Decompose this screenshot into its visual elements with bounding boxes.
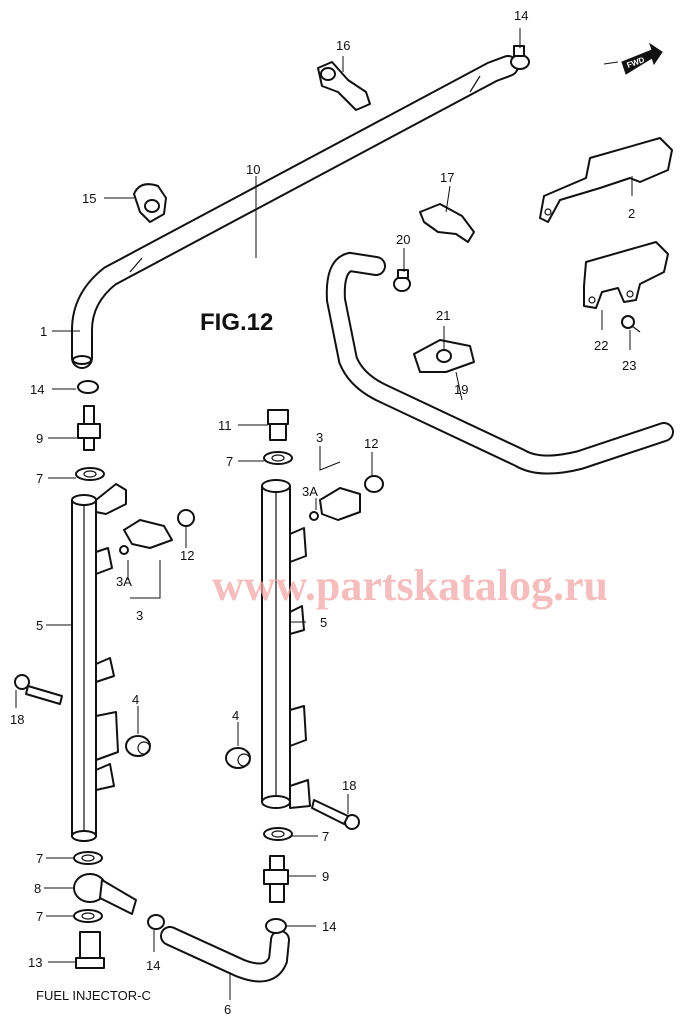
part-5-fuel-rail-left bbox=[71, 483, 127, 842]
callout-5: 5 bbox=[320, 615, 327, 630]
callout-3: 3 bbox=[316, 430, 323, 445]
callout-23: 23 bbox=[622, 358, 636, 373]
part-22-bracket bbox=[583, 241, 669, 309]
callout-16: 16 bbox=[336, 38, 350, 53]
callout-1: 1 bbox=[40, 324, 47, 339]
part-4-spacer-left bbox=[125, 735, 151, 757]
callout-12: 12 bbox=[364, 436, 378, 451]
callout-7: 7 bbox=[322, 829, 329, 844]
part-16-clamp bbox=[317, 61, 371, 111]
part-15-clamp bbox=[133, 183, 167, 223]
part-7-washer-left-bottom bbox=[73, 909, 103, 923]
part-5-fuel-rail-right bbox=[261, 479, 311, 809]
part-3-injector-right bbox=[309, 487, 361, 521]
callout-7: 7 bbox=[36, 851, 43, 866]
part-19-hose bbox=[325, 251, 674, 475]
callout-7: 7 bbox=[36, 909, 43, 924]
part-20-clamp bbox=[393, 269, 411, 292]
callout-3: 3 bbox=[136, 608, 143, 623]
part-6-hose bbox=[160, 926, 290, 983]
callout-4: 4 bbox=[132, 692, 139, 707]
callout-labels: 14 16 10 15 17 2 20 1 21 22 23 14 19 11 … bbox=[10, 8, 636, 1017]
figure-caption: FUEL INJECTOR-C bbox=[36, 988, 151, 1003]
part-18-bolt-right bbox=[311, 799, 360, 830]
callout-13: 13 bbox=[28, 955, 42, 970]
callout-15: 15 bbox=[82, 191, 96, 206]
part-18-bolt-left bbox=[14, 674, 63, 705]
callout-4: 4 bbox=[232, 708, 239, 723]
part-7-washer-left-mid bbox=[73, 851, 103, 865]
callout-8: 8 bbox=[34, 881, 41, 896]
callout-2: 2 bbox=[628, 206, 635, 221]
part-3-injector-left bbox=[119, 519, 173, 555]
part-8-banjo-fitting bbox=[73, 873, 137, 915]
callout-3a: 3A bbox=[116, 574, 132, 589]
part-13-bolt bbox=[75, 931, 105, 969]
callout-14: 14 bbox=[322, 919, 336, 934]
part-23-bolt bbox=[621, 315, 641, 333]
part-17-clip bbox=[419, 203, 475, 243]
callout-10: 10 bbox=[246, 162, 260, 177]
callout-14: 14 bbox=[146, 958, 160, 973]
part-9-union-left bbox=[77, 405, 101, 451]
watermark: www.partskatalog.ru bbox=[212, 561, 608, 610]
callout-17: 17 bbox=[440, 170, 454, 185]
part-12-cap-left bbox=[177, 509, 195, 527]
callout-6: 6 bbox=[224, 1002, 231, 1017]
callout-18: 18 bbox=[10, 712, 24, 727]
part-9-union-right bbox=[263, 855, 289, 903]
forward-direction-badge: FWD bbox=[621, 42, 663, 75]
callout-21: 21 bbox=[436, 308, 450, 323]
callout-5: 5 bbox=[36, 618, 43, 633]
figure-title: FIG.12 bbox=[200, 309, 273, 336]
callout-9: 9 bbox=[322, 869, 329, 884]
part-14-clamp-bottom-left bbox=[147, 914, 165, 930]
callout-7: 7 bbox=[226, 454, 233, 469]
callout-18: 18 bbox=[342, 778, 356, 793]
part-2-bracket bbox=[539, 137, 673, 223]
callout-7: 7 bbox=[36, 471, 43, 486]
part-10-fuel-hose bbox=[71, 55, 519, 369]
callout-14: 14 bbox=[30, 382, 44, 397]
leader-lines bbox=[15, 28, 633, 1000]
callout-22: 22 bbox=[594, 338, 608, 353]
part-7-washer-right-bottom bbox=[263, 827, 293, 841]
callout-19: 19 bbox=[454, 382, 468, 397]
callout-9: 9 bbox=[36, 431, 43, 446]
part-11-plug bbox=[267, 409, 289, 441]
part-14-clamp-left bbox=[77, 380, 99, 394]
part-7-washer-left-top bbox=[75, 467, 105, 481]
part-14-clamp-bottom-right bbox=[265, 918, 287, 934]
part-12-cap-right bbox=[364, 475, 384, 493]
part-14-clamp-top bbox=[510, 45, 530, 70]
callout-11: 11 bbox=[218, 418, 232, 433]
callout-14: 14 bbox=[514, 8, 528, 23]
part-7-washer-right-top bbox=[263, 451, 293, 465]
callout-3a: 3A bbox=[302, 484, 318, 499]
part-4-spacer-right bbox=[225, 747, 251, 769]
callout-20: 20 bbox=[396, 232, 410, 247]
callout-12: 12 bbox=[180, 548, 194, 563]
